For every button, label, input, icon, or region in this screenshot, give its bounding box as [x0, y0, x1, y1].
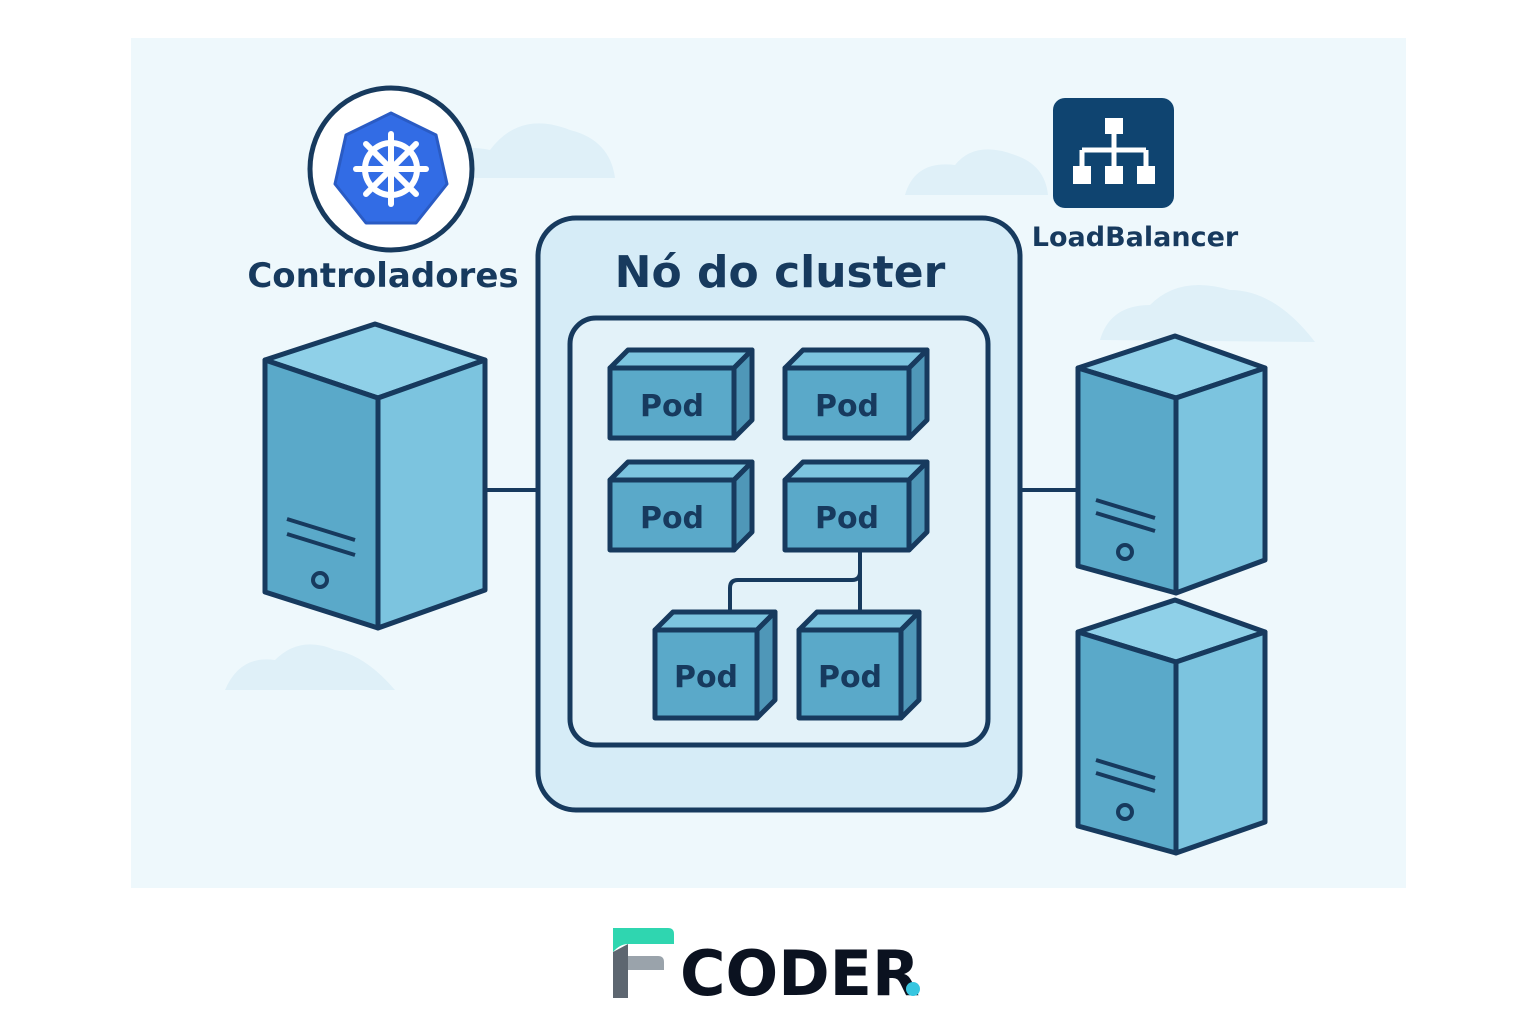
server-icon — [1075, 333, 1268, 596]
pod-cube — [652, 609, 778, 721]
pod-label: Pod — [640, 389, 704, 424]
pod-cube — [607, 347, 755, 441]
brand-name: CODER — [680, 937, 920, 1010]
pod-cube — [796, 609, 922, 721]
pod-cube — [782, 347, 930, 441]
coder-f-logo-icon — [613, 928, 674, 998]
pod-label: Pod — [815, 389, 879, 424]
pod-label: Pod — [818, 660, 882, 695]
server-icon — [1075, 597, 1268, 856]
pod-label: Pod — [815, 501, 879, 536]
pod-connector — [728, 550, 862, 610]
server-icon — [262, 321, 488, 631]
cloud-icon — [225, 644, 395, 690]
cloud-icon — [1100, 285, 1315, 342]
cloud-icon — [905, 149, 1048, 195]
cluster-node-title: Nó do cluster — [615, 247, 946, 298]
pod-label: Pod — [640, 501, 704, 536]
kubernetes-badge — [307, 85, 475, 253]
pod-label: Pod — [674, 660, 738, 695]
pod-cube — [607, 459, 755, 553]
pod-cube — [782, 459, 930, 553]
brand-dot-icon — [906, 982, 920, 996]
load-balancer-badge — [1053, 98, 1174, 208]
network-hierarchy-icon — [1073, 118, 1155, 184]
load-balancer-label: LoadBalancer — [1032, 222, 1239, 253]
controllers-label: Controladores — [247, 256, 518, 296]
